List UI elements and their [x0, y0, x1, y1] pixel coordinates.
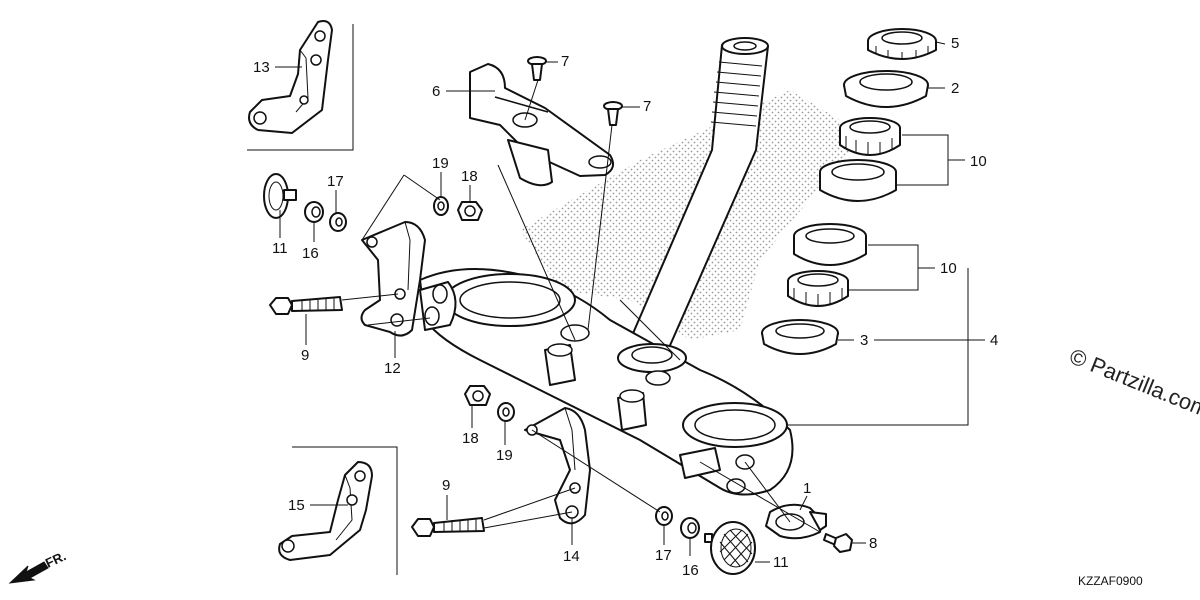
label-11-lower: 11 — [773, 554, 789, 571]
label-16-lower: 16 — [682, 562, 699, 579]
label-7-a: 7 — [561, 53, 569, 70]
bolt-9-upper[interactable] — [269, 296, 343, 315]
collar-16-upper[interactable] — [304, 201, 324, 223]
cover-6[interactable] — [469, 63, 615, 187]
label-12: 12 — [384, 360, 401, 377]
screw-7-a[interactable] — [527, 56, 547, 81]
nut-18-upper[interactable] — [457, 201, 483, 221]
watermark: © Partzilla.com — [1066, 343, 1200, 422]
label-1: 1 — [803, 480, 811, 497]
screw-7-b[interactable] — [603, 101, 623, 126]
bolt-9-lower[interactable] — [411, 517, 485, 537]
label-11-upper: 11 — [272, 240, 288, 257]
label-16-upper: 16 — [302, 245, 319, 262]
diagram-code: KZZAF0900 — [1078, 574, 1143, 588]
race-10-upper[interactable] — [819, 159, 897, 202]
bolt-8[interactable] — [823, 533, 853, 553]
label-6: 6 — [432, 83, 440, 100]
washer-19-upper[interactable] — [433, 196, 449, 216]
cap-11-upper[interactable] — [263, 173, 297, 219]
label-3: 3 — [860, 332, 868, 349]
label-2: 2 — [951, 80, 959, 97]
label-19-upper: 19 — [432, 155, 449, 172]
bracket-12[interactable] — [360, 221, 426, 337]
label-10-upper: 10 — [970, 153, 987, 170]
label-9-lower: 9 — [442, 477, 450, 494]
front-direction-label: FR. — [43, 548, 68, 570]
steering-stem-tube — [627, 37, 769, 351]
bracket-13[interactable] — [248, 20, 333, 134]
bearing-10-lower[interactable] — [787, 270, 849, 307]
clamp-1[interactable] — [765, 503, 827, 540]
inset-frame-top — [247, 24, 354, 151]
label-17-upper: 17 — [327, 173, 344, 190]
label-17-lower: 17 — [655, 547, 672, 564]
cap-11-lower[interactable] — [704, 521, 756, 575]
lower-triple-clamp — [419, 268, 794, 496]
label-5: 5 — [951, 35, 959, 52]
label-4: 4 — [990, 332, 998, 349]
part-labels: 13 15 6 7 7 5 2 10 10 3 4 11 16 17 19 18… — [253, 35, 998, 579]
label-13: 13 — [253, 59, 270, 76]
bearing-10-upper[interactable] — [839, 117, 901, 156]
inset-frame-bottom — [292, 446, 398, 575]
label-18-upper: 18 — [461, 168, 478, 185]
front-arrow-icon — [8, 561, 49, 584]
race-10-lower[interactable] — [793, 223, 867, 266]
label-19-lower: 19 — [496, 447, 513, 464]
label-7-b: 7 — [643, 98, 651, 115]
washer-19-lower[interactable] — [497, 402, 515, 422]
nut-18-lower[interactable] — [464, 385, 491, 406]
label-9-upper: 9 — [301, 347, 309, 364]
leader-lines — [275, 41, 985, 563]
label-8: 8 — [869, 535, 877, 552]
dust-seal-3[interactable] — [761, 319, 839, 355]
bracket-14[interactable] — [524, 407, 591, 525]
lock-nut-5[interactable] — [867, 28, 937, 60]
label-10-lower: 10 — [940, 260, 957, 277]
label-18-lower: 18 — [462, 430, 479, 447]
collar-16-lower[interactable] — [680, 517, 700, 539]
front-direction-indicator: FR. — [8, 548, 68, 584]
bracket-15[interactable] — [278, 461, 373, 561]
label-15: 15 — [288, 497, 305, 514]
washer-17-upper[interactable] — [329, 212, 347, 232]
dust-seal-2[interactable] — [843, 70, 929, 108]
label-14: 14 — [563, 548, 580, 565]
washer-17-lower[interactable] — [655, 506, 673, 526]
